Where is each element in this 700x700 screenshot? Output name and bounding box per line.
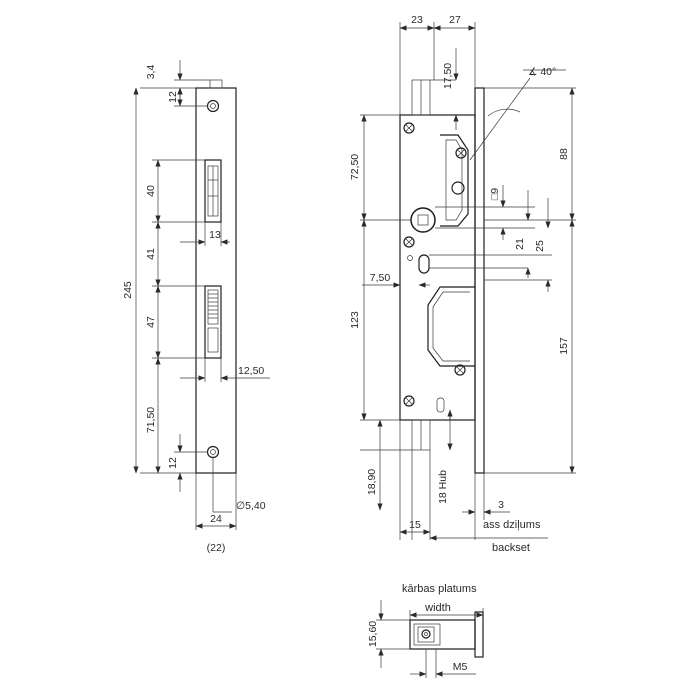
dim-diameter-5-40: ∅5,40 [236,500,266,512]
dim-40: 40 [145,185,157,197]
latch-body [440,134,469,227]
section-screw [421,629,431,639]
dim-m5: M5 [453,661,468,673]
side-view: 23 27 17,50 ∡ 40° 72,50 88 □9 21 25 7,50… [349,14,576,554]
section-dimension-lines [376,600,484,678]
dim-88: 88 [558,148,570,160]
dim-15-60: 15,60 [367,621,379,647]
latch-pivot [451,181,465,195]
dim-7-50: 7,50 [370,272,391,284]
deadbolt-opening [204,285,222,359]
dim-24: 24 [210,513,222,525]
dim-17-50: 17,50 [442,63,454,89]
dim-18-hub: 18 Hub [437,470,449,504]
dim-27: 27 [449,14,461,26]
side-screw-lower-right [454,364,466,376]
dim-22: (22) [207,542,226,554]
deadbolt-body [427,286,475,367]
side-screw-middle [403,236,415,248]
screw-hole-top [206,99,220,113]
side-faceplate [474,87,485,474]
dim-71-50: 71,50 [145,407,157,433]
latch-opening [204,159,222,223]
section-view: kārbas platums width 15,60 M5 [367,583,484,678]
width-label-lv: kārbas platums [402,583,477,595]
dim-23: 23 [411,14,423,26]
dim-12-bottom: 12 [167,457,179,469]
backset-label: backset [492,542,530,554]
section-faceplate [474,611,484,658]
front-dimension-lines [133,60,270,529]
front-view: 3,4 12 245 40 41 47 71,50 12 13 12,50 ∅5… [122,60,270,554]
screw-hole-bottom [206,445,220,459]
dim-3: 3 [498,499,504,511]
side-screw-top [403,122,415,134]
side-extension-lines [360,22,576,540]
dim-12-50: 12,50 [238,365,264,377]
spindle-hub [410,207,436,233]
dim-123: 123 [349,311,361,329]
side-screw-bottom [403,395,415,407]
dim-18-90: 18,90 [366,469,378,495]
side-screw-upper-right [455,147,467,159]
dim-157: 157 [558,337,570,355]
lock-case-outline [399,114,476,421]
faceplate-outline [195,87,237,474]
dim-245: 245 [122,281,134,299]
width-label: width [424,602,451,614]
front-extension-lines [140,79,237,530]
dim-25: 25 [534,240,546,252]
dim-12-top: 12 [167,91,179,103]
dim-3-4: 3,4 [145,65,157,80]
side-dimension-lines [361,25,575,541]
dim-13: 13 [209,229,221,241]
dim-15: 15 [409,519,421,531]
cylinder-hole [418,254,430,274]
dim-square-9: □9 [489,188,501,200]
dim-21: 21 [514,238,526,250]
dim-angle-40: ∡ 40° [528,66,556,78]
top-tab [209,79,223,89]
backset-label-lv: ass dziļums [483,519,541,531]
dim-72-50: 72,50 [349,154,361,180]
dim-41: 41 [145,248,157,260]
dim-47: 47 [145,316,157,328]
